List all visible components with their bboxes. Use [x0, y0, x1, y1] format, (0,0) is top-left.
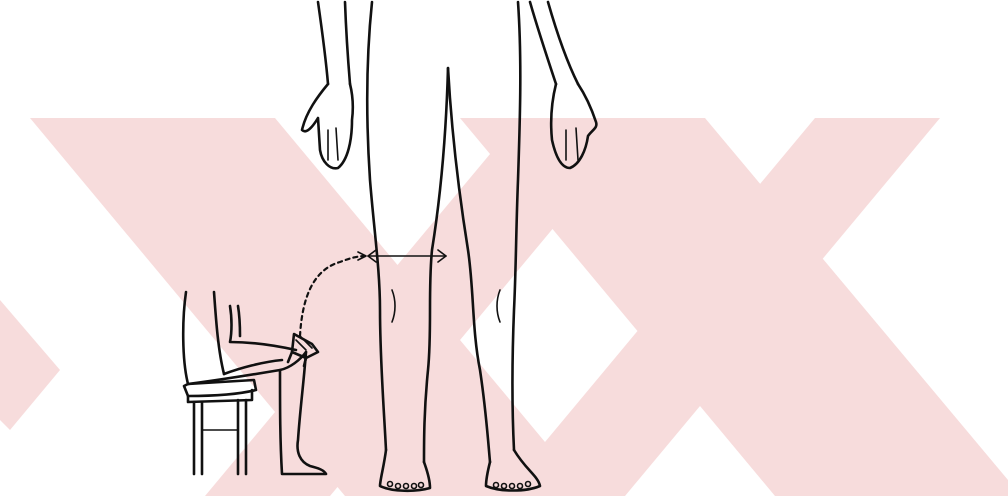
stool [184, 380, 256, 474]
watermark [0, 118, 1008, 496]
left-arm [302, 2, 353, 168]
